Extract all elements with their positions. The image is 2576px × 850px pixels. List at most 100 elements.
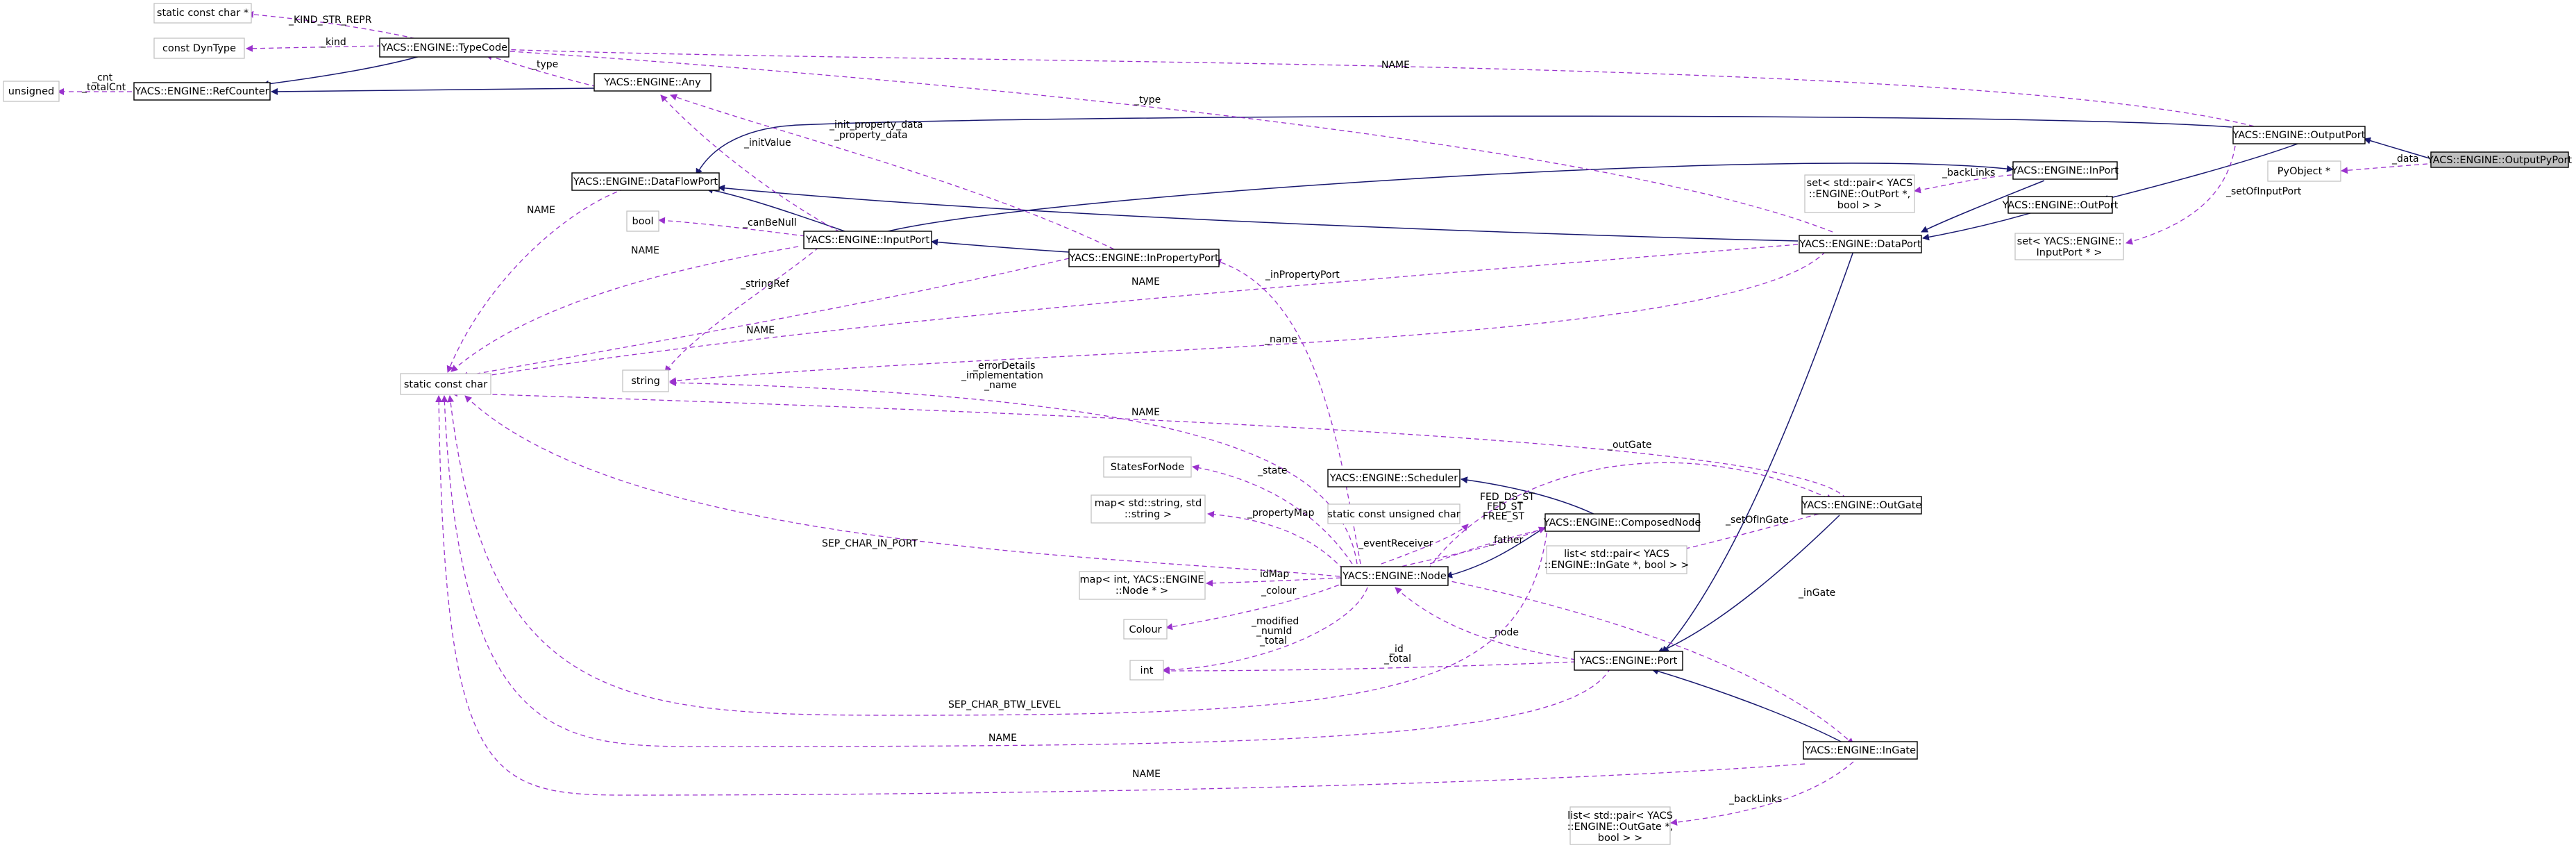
node-ref-counter[interactable]: YACS::ENGINE::RefCounter [133, 82, 271, 101]
label-out-gate: _outGate [1607, 440, 1651, 451]
label-node: _node [1489, 627, 1519, 638]
node-unsigned[interactable]: unsigned [3, 81, 60, 102]
edge-node-out-gate [1422, 462, 1833, 577]
node-input-port-label: YACS::ENGINE::InputPort [805, 235, 929, 246]
node-scheduler[interactable]: YACS::ENGINE::Scheduler [1327, 469, 1460, 488]
node-unsigned-label: unsigned [8, 86, 54, 97]
node-output-py-port[interactable]: YACS::ENGINE::OutputPyPort [2427, 151, 2573, 168]
edge-outputport-set-of-input-port [2125, 145, 2236, 245]
node-list-pair-ingate-line2: ::ENGINE::InGate *, bool > > [1544, 560, 1690, 571]
node-list-pair-ingate[interactable]: list< std::pair< YACS ::ENGINE::InGate *… [1544, 545, 1690, 574]
node-output-port[interactable]: YACS::ENGINE::OutputPort [2232, 126, 2366, 144]
label-back-links-ingate: _backLinks [1728, 794, 1782, 805]
edge-outport-to-dataport [1922, 210, 2038, 241]
edge-outgate-set-of-in-gate [1679, 513, 1819, 552]
node-list-pair-ingate-line1: list< std::pair< YACS [1564, 549, 1669, 560]
node-composed-node[interactable]: YACS::ENGINE::ComposedNode [1543, 513, 1701, 532]
node-set-pair-outport-line1: set< std::pair< YACS [1807, 178, 1913, 189]
node-out-port[interactable]: YACS::ENGINE::OutPort [2002, 196, 2119, 214]
edge-outgate-name [451, 390, 1847, 499]
node-in-property-port-label: YACS::ENGINE::InPropertyPort [1068, 253, 1219, 264]
label-set-of-in-gate: _setOfInGate [1725, 515, 1789, 526]
label-fed-ds-st: FED_DS_ST [1480, 492, 1535, 503]
edge-inpropertyport-name [461, 258, 1070, 379]
edge-typecode-to-refcounter [262, 54, 426, 88]
label-free-st: FREE_ST [1483, 511, 1524, 522]
node-node[interactable]: YACS::ENGINE::Node [1340, 566, 1449, 586]
node-states-for-node-label: StatesForNode [1111, 462, 1185, 473]
node-colour[interactable]: Colour [1123, 619, 1168, 640]
node-set-inputport-line1: set< YACS::ENGINE:: [2017, 236, 2122, 247]
node-map-string[interactable]: map< std::string, std ::string > [1091, 494, 1206, 524]
node-static-const-char[interactable]: static const char [400, 373, 491, 395]
edge-outputport-to-dataflowport [696, 115, 2232, 176]
edge-inputport-name [451, 246, 799, 372]
node-data-port[interactable]: YACS::ENGINE::DataPort [1799, 235, 1922, 253]
node-in-property-port[interactable]: YACS::ENGINE::InPropertyPort [1068, 249, 1220, 267]
node-any[interactable]: YACS::ENGINE::Any [594, 73, 712, 92]
node-type-code[interactable]: YACS::ENGINE::TypeCode [379, 38, 510, 58]
node-int[interactable]: int [1129, 660, 1164, 681]
label-state: _state [1257, 465, 1287, 476]
edge-node-modified [1162, 587, 1368, 674]
edge-inpropertyport-init-property-data [670, 94, 1115, 250]
node-list-pair-outgate[interactable]: list< std::pair< YACS ::ENGINE::OutGate … [1567, 806, 1674, 845]
node-out-gate[interactable]: YACS::ENGINE::OutGate [1801, 496, 1922, 515]
label-sep-char-in-port: SEP_CHAR_IN_PORT [822, 538, 918, 549]
label-error-name: _name [984, 380, 1017, 391]
label-id-total: _total [1383, 653, 1411, 665]
edge-node-in-gate [1443, 579, 1854, 745]
label-init-value: _initValue [743, 138, 791, 149]
node-map-string-line2: ::string > [1125, 509, 1172, 520]
node-states-for-node[interactable]: StatesForNode [1103, 456, 1192, 478]
label-id-map: idMap [1260, 569, 1289, 580]
edge-port-node [1395, 587, 1576, 660]
node-py-object[interactable]: PyObject * [2267, 160, 2341, 182]
label-init-property-data: _init_property_data [829, 119, 923, 131]
node-map-int-node-line1: map< int, YACS::ENGINE [1079, 574, 1204, 585]
label-string-ref: _stringRef [740, 278, 790, 290]
node-data-flow-port-label: YACS::ENGINE::DataFlowPort [573, 176, 718, 188]
edge-port-id-total [1163, 661, 1576, 674]
node-static-const-char-label: static const char [404, 379, 487, 390]
edge-dataport-type [499, 47, 1833, 233]
node-node-label: YACS::ENGINE::Node [1342, 571, 1447, 582]
edge-dataport-to-port [1662, 251, 1854, 653]
node-bool[interactable]: bool [626, 210, 659, 232]
edge-node-id-map [1206, 577, 1342, 587]
label-fed-st: FED_ST [1487, 501, 1524, 512]
edge-node-error-details [669, 379, 1358, 565]
edge-outputpyport-to-outputport [2364, 137, 2430, 159]
node-ref-counter-label: YACS::ENGINE::RefCounter [134, 86, 269, 97]
node-in-port[interactable]: YACS::ENGINE::InPort [2011, 161, 2119, 180]
label-type-any: _type [531, 59, 558, 70]
label-set-of-input-port: _setOfInputPort [2225, 186, 2302, 197]
node-set-pair-outport[interactable]: set< std::pair< YACS ::ENGINE::OutPort *… [1804, 174, 1915, 213]
node-input-port[interactable]: YACS::ENGINE::InputPort [803, 231, 932, 249]
label-in-gate: _inGate [1798, 588, 1835, 599]
label-event-receiver: _eventReceiver [1358, 538, 1433, 549]
node-port[interactable]: YACS::ENGINE::Port [1574, 651, 1683, 671]
label-property-map: _propertyMap [1247, 508, 1315, 519]
node-const-dyntype[interactable]: const DynType [153, 38, 245, 59]
node-const-dyntype-label: const DynType [162, 43, 236, 54]
node-out-gate-label: YACS::ENGINE::OutGate [1801, 500, 1922, 511]
node-in-gate[interactable]: YACS::ENGINE::InGate [1803, 741, 1918, 760]
edge-inpropertyport-to-inputport [931, 238, 1070, 253]
node-data-flow-port[interactable]: YACS::ENGINE::DataFlowPort [571, 172, 720, 191]
node-string[interactable]: string [622, 369, 669, 392]
edge-node-sep-char-in-port [464, 395, 1340, 577]
label-error-details: _errorDetails [973, 360, 1035, 372]
node-map-int-node-line2: ::Node * > [1116, 585, 1168, 597]
edge-port-name [441, 395, 1611, 747]
node-set-pair-outport-line2: ::ENGINE::OutPort *, [1809, 189, 1911, 200]
node-py-object-label: PyObject * [2278, 166, 2330, 177]
node-set-inputport[interactable]: set< YACS::ENGINE:: InputPort * > [2014, 233, 2124, 260]
node-static-const-uchar[interactable]: static const unsigned char [1327, 503, 1460, 524]
edge-dataflowport-name [446, 188, 625, 373]
label-totalcnt: _totalCnt [81, 82, 126, 93]
node-static-const-char-ptr[interactable]: static const char * [153, 3, 252, 24]
node-map-int-node[interactable]: map< int, YACS::ENGINE ::Node * > [1079, 571, 1206, 600]
node-colour-label: Colour [1129, 624, 1161, 635]
node-scheduler-label: YACS::ENGINE::Scheduler [1329, 473, 1458, 484]
